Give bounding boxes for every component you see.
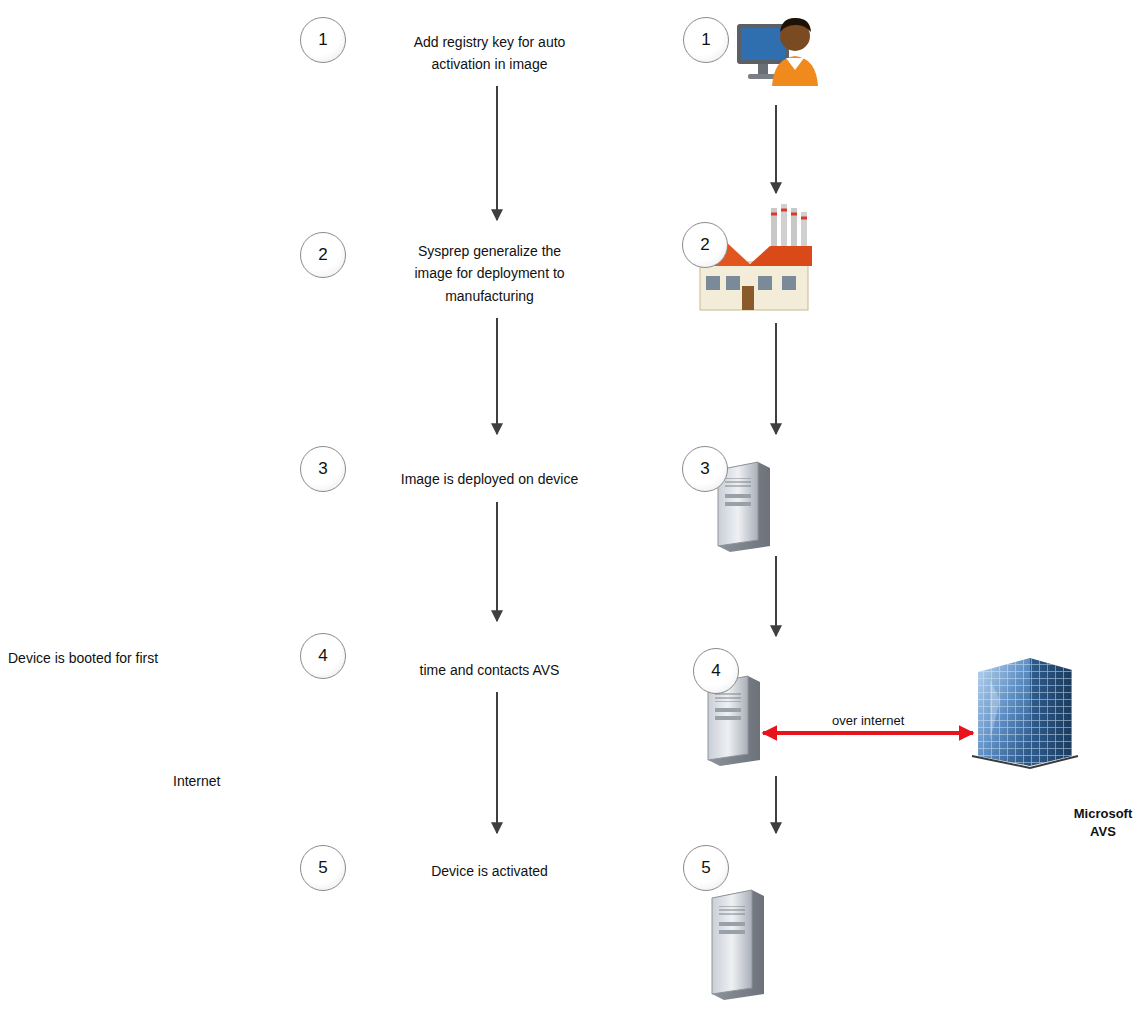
step-description: Device is activated: [397, 860, 582, 882]
step-circle: 3: [300, 446, 346, 492]
callout-number: 2: [700, 235, 709, 255]
step-circle: 2: [300, 232, 346, 278]
callout-number: 1: [701, 30, 710, 50]
server-icon: [712, 890, 764, 1000]
person-icon: [737, 18, 818, 86]
flow-arrow: [496, 86, 498, 220]
step-circle: 2: [682, 222, 728, 268]
flow-arrow: [775, 323, 777, 434]
flow-arrow: [775, 556, 777, 636]
step-description: time and contacts AVS: [397, 659, 582, 681]
annotation-label: Device is booted for first: [8, 650, 158, 666]
step-item: 4 time and contacts AVS: [300, 633, 590, 682]
flow-arrow: [775, 776, 777, 833]
step-item: 3 Image is deployed on device: [300, 446, 590, 492]
callout-number: 5: [318, 858, 327, 878]
step-item: 1 Add registry key for auto activation in…: [300, 17, 590, 76]
callout-number: 3: [318, 459, 327, 479]
flow-arrow: [496, 502, 498, 621]
annotation-label: Internet: [173, 773, 220, 789]
step-item: 2 Sysprep generalize the image for deploy…: [300, 232, 590, 308]
step-circle: 5: [683, 845, 729, 891]
connector-label: over internet: [829, 713, 907, 728]
flow-arrow: [496, 318, 498, 434]
step-circle: 1: [683, 17, 729, 63]
step-circle: 3: [682, 446, 728, 492]
step-description: Image is deployed on device: [397, 468, 582, 490]
step-icon-group: 5: [683, 845, 768, 1000]
callout-number: 4: [711, 661, 720, 681]
internet-link-arrow: [763, 731, 973, 735]
step-circle: 5: [300, 845, 346, 891]
step-item: 5 Device is activated: [300, 845, 590, 891]
step-description: Sysprep generalize the image for deploym…: [397, 240, 582, 307]
callout-number: 3: [700, 459, 709, 479]
callout-number: 1: [318, 30, 327, 50]
step-icon-group: 3: [682, 446, 772, 546]
step-circle: 4: [693, 648, 739, 694]
step-icon-group: 1: [683, 15, 815, 95]
step-circle: 1: [300, 17, 346, 63]
step-icon-group: 4: [693, 648, 763, 766]
step-circle: 4: [300, 633, 346, 679]
callout-number: 2: [318, 245, 327, 265]
step-description: Add registry key for auto activation in …: [397, 31, 582, 76]
office-building-icon: [972, 658, 1078, 768]
server-name: Microsoft AVS: [1071, 805, 1135, 840]
flow-arrow: [775, 105, 777, 193]
flow-arrow: [496, 692, 498, 833]
server-building: Microsoft AVS: [975, 655, 1135, 845]
step-icon-group: 2: [682, 205, 812, 313]
callout-number: 5: [701, 858, 710, 878]
callout-number: 4: [318, 646, 327, 666]
